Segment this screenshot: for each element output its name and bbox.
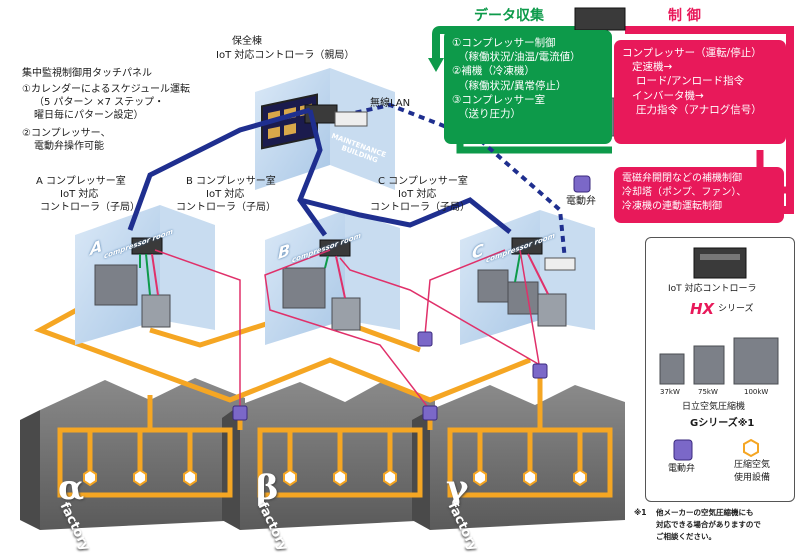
footnote-line: ご相談ください。	[656, 532, 716, 541]
touch-panel-item: ②コンプレッサー、	[22, 128, 111, 139]
legend-compressor-75kw	[693, 345, 725, 385]
data-line: ③コンプレッサー室	[452, 93, 546, 106]
data-collection-arrow	[432, 26, 600, 60]
compressors	[94, 97, 615, 331]
controllers	[131, 7, 626, 257]
legend-controller-label: IoT 対応コントローラ	[668, 284, 757, 294]
data-line: ②補機（冷凍機）	[452, 65, 535, 78]
legend-valve-icon	[673, 439, 693, 461]
room-c-line3: コントローラ（子局）	[370, 202, 470, 213]
legend-compressor-100kw	[733, 337, 779, 385]
legend-kw-75: 75kW	[698, 388, 718, 396]
signal-lines	[139, 253, 549, 299]
factory-pipes	[57, 427, 613, 498]
router-c	[544, 257, 576, 271]
touch-panel-item: ①カレンダーによるスケジュール運転	[22, 84, 190, 95]
legend-panel: IoT 対応コントローラ HX シリーズ 37kW 75kW 100kW 日立空…	[645, 237, 795, 502]
legend-equipment-icon	[743, 438, 759, 458]
touch-panel-item: 曜日毎にパターン設定）	[34, 110, 144, 121]
legend-compressor-37kw	[659, 353, 685, 385]
legend-controller-icon	[693, 247, 747, 279]
factory-alpha-symbol: α	[58, 468, 85, 508]
touch-panel-title: 集中監視制御用タッチパネル	[22, 68, 152, 79]
router-main	[334, 111, 368, 127]
aux-line: 冷却塔（ポンプ、ファン）、	[622, 187, 747, 198]
control-line: 圧力指令（アナログ信号）	[636, 103, 762, 116]
legend-compressor-series: Gシリーズ※1	[690, 418, 755, 429]
footnote-mark: ※1	[634, 508, 647, 517]
control-line: ロード/アンロード指令	[636, 75, 745, 88]
footnote-line: 他メーカーの空気圧縮機にも	[656, 508, 754, 517]
valve-control-lines	[154, 249, 541, 411]
legend-equipment-label-2: 使用設備	[734, 473, 771, 483]
data-collection-header: データ収集	[474, 8, 544, 24]
room-b-line3: コントローラ（子局）	[176, 202, 276, 213]
legend-compressor-label: 日立空気圧縮機	[682, 402, 746, 412]
footnote-line: 対応できる場合がありますので	[656, 520, 761, 529]
factory-beta-symbol: β	[256, 468, 279, 508]
wireless-link	[344, 102, 567, 261]
data-line: （稼働状況/油温/電流値）	[458, 51, 581, 64]
wired-network	[127, 107, 512, 237]
equipment-markers	[83, 468, 587, 487]
factory-gamma	[412, 385, 625, 530]
room-b-line2: IoT 対応	[206, 189, 245, 200]
maintenance-title: 保全棟	[232, 36, 262, 47]
data-line: ①コンプレッサー制御	[452, 37, 556, 49]
control-line: 定速機→	[632, 61, 673, 74]
legend-kw-100: 100kW	[744, 388, 769, 396]
touch-panel-item: 電動弁操作可能	[34, 141, 104, 152]
solenoid-label: 電動弁	[566, 196, 596, 207]
room-a-line2: IoT 対応	[60, 189, 99, 200]
data-line: （稼働状況/異常停止）	[458, 79, 567, 92]
room-c-line2: IoT 対応	[398, 189, 437, 200]
touch-panel-item: （5 パターン ×7 ステップ・	[34, 97, 165, 108]
aux-line: 電磁弁開閉などの補機制御	[622, 173, 742, 184]
room-a-line3: コントローラ（子局）	[40, 202, 140, 213]
wireless-lan-label: 無線LAN	[370, 98, 411, 109]
data-collection-box: ①コンプレッサー制御 （稼働状況/油温/電流値） ②補機（冷凍機） （稼働状況/…	[444, 30, 612, 144]
factory-beta	[222, 380, 435, 530]
data-arrow-head	[428, 58, 444, 72]
room-b-title: B コンプレッサー室	[186, 176, 276, 187]
factory-alpha	[20, 378, 245, 530]
legend-series-logo: HX	[690, 300, 715, 318]
control-box: コンプレッサー（運転/停止） 定速機→ ロード/アンロード指令 インバータ機→ …	[614, 40, 786, 144]
aux-control-box: 電磁弁開閉などの補機制御 冷却塔（ポンプ、ファン）、 冷凍機の連動運転制御	[614, 167, 784, 223]
factory-gamma-symbol: γ	[446, 468, 469, 508]
legend-graphics	[659, 247, 779, 461]
control-line: コンプレッサー（運転/停止）	[622, 47, 762, 59]
maintenance-subtitle: IoT 対応コントローラ（親局）	[216, 50, 355, 61]
room-a-title: A コンプレッサー室	[36, 176, 126, 187]
legend-equipment-label: 圧縮空気	[734, 460, 771, 470]
control-header: 制 御	[668, 8, 701, 24]
control-line: インバータ機→	[632, 89, 704, 102]
room-c-title: C コンプレッサー室	[378, 176, 468, 187]
data-line: （送り圧力）	[458, 107, 521, 120]
electric-valves	[232, 175, 591, 421]
legend-series-suffix: シリーズ	[718, 304, 754, 314]
aux-line: 冷凍機の連動運転制御	[622, 201, 722, 212]
legend-kw-37: 37kW	[660, 388, 680, 396]
legend-valve-label: 電動弁	[668, 464, 696, 474]
